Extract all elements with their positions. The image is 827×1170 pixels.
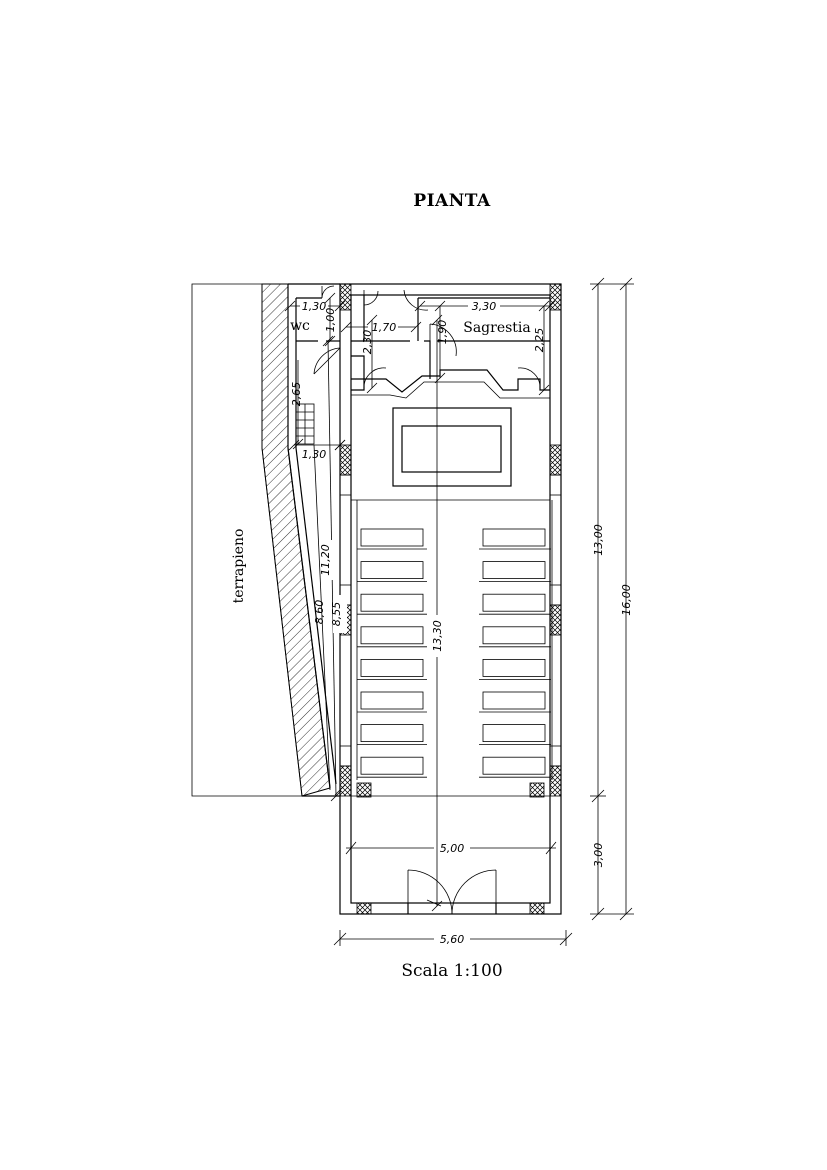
- dim-corridor-width: 1,70: [372, 321, 397, 334]
- dim-passage-depth: 1,90: [436, 320, 449, 345]
- dim-total-length: 16,00: [620, 584, 633, 616]
- dim-side-length-outer: 11,20: [319, 544, 332, 576]
- pew: [360, 724, 424, 742]
- dim-sacristy-width: 3,30: [472, 300, 497, 313]
- pew: [360, 659, 424, 677]
- side-corridor: [287, 283, 341, 797]
- embankment: terrapieno: [191, 283, 331, 797]
- wc-label: wc: [290, 318, 310, 334]
- pews: [357, 528, 551, 778]
- dim-nave-length: 13,30: [431, 620, 444, 652]
- dimensions: 13,00 3,00 16,00 5,60 5,00 13,30 3,30 1,…: [284, 277, 634, 946]
- sacristy-label: Sagrestia: [463, 320, 531, 336]
- dim-wc-depth: 1,00: [324, 308, 337, 333]
- pew: [482, 756, 546, 775]
- dim-stair-depth: 2,65: [290, 382, 303, 407]
- dim-side-length-mid: 8,60: [313, 600, 326, 625]
- dim-sacristy-depth: 2,25: [533, 328, 546, 353]
- stair: [295, 403, 315, 445]
- dim-entrance-length: 3,00: [592, 843, 605, 868]
- pew: [360, 528, 424, 547]
- pew: [360, 691, 424, 710]
- dim-nave-width: 5,00: [440, 842, 465, 855]
- dim-side-length-inner: 8,55: [330, 602, 343, 627]
- pew: [482, 724, 546, 742]
- pew: [482, 561, 546, 579]
- dim-main-length: 13,00: [592, 524, 605, 556]
- dim-stair-width: 1,30: [302, 448, 327, 461]
- embankment-label: terrapieno: [231, 529, 247, 604]
- pew: [482, 528, 546, 547]
- dim-wc-width: 1,30: [302, 300, 327, 313]
- pew: [482, 691, 546, 710]
- drawing-title: PIANTA: [413, 191, 491, 211]
- dim-total-width: 5,60: [440, 933, 465, 946]
- pew: [360, 561, 424, 579]
- pew: [482, 593, 546, 612]
- entrance: [407, 869, 497, 915]
- pew: [360, 593, 424, 612]
- pew: [482, 659, 546, 677]
- altar: [392, 407, 512, 487]
- pew: [360, 756, 424, 775]
- pew: [482, 626, 546, 645]
- dim-corridor-depth: 2,30: [361, 330, 374, 355]
- pew: [360, 626, 424, 645]
- scale-label: Scala 1:100: [401, 961, 502, 981]
